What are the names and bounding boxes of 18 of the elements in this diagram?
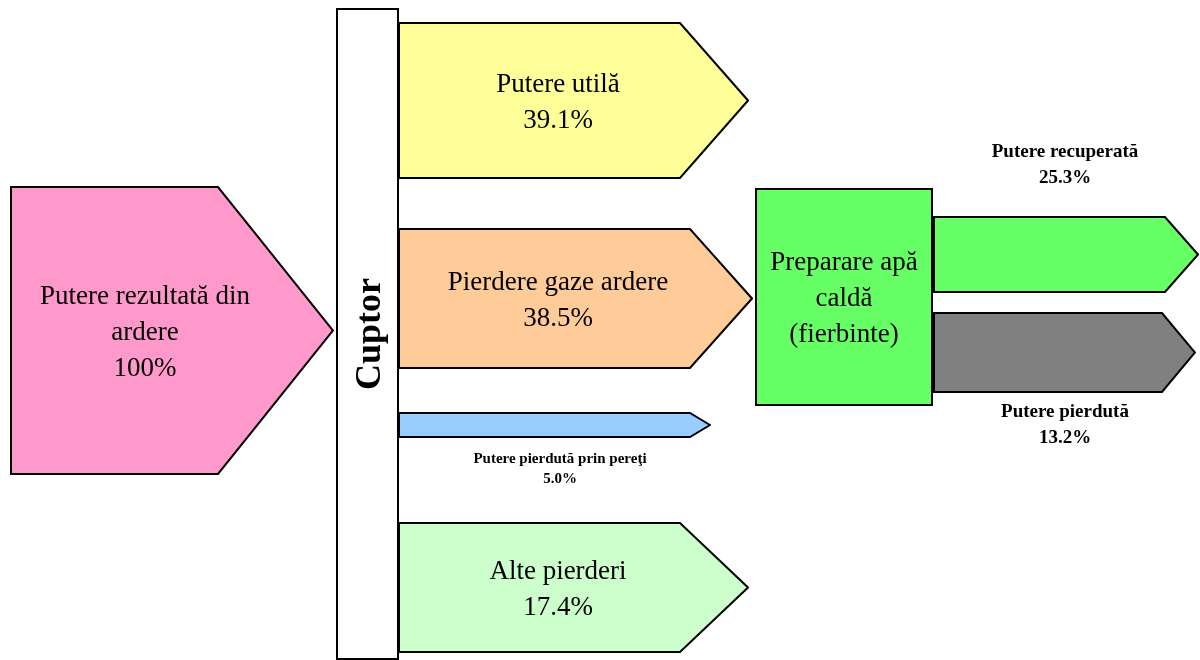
process-box <box>755 188 933 406</box>
percent-value: 13.2% <box>1038 425 1092 449</box>
flow-caption: Putere pierdută <box>1001 399 1129 423</box>
percent-value: 100% <box>113 350 177 384</box>
flow-label: Putere utilă <box>496 66 620 100</box>
percent-value: 5.0% <box>543 469 577 488</box>
flow-label: Pierdere gaze ardere <box>447 264 669 298</box>
percent-value: 25.3% <box>1038 165 1092 189</box>
flow-caption: Putere recuperată <box>991 139 1139 163</box>
furnace-label: Cuptor <box>347 278 388 390</box>
flow-label: Alte pierderi <box>489 553 627 587</box>
percent-value: 38.5% <box>523 300 593 334</box>
furnace-bar <box>336 8 399 660</box>
percent-value: 17.4% <box>523 589 593 623</box>
flow-label: Putere rezultată din ardere <box>39 278 251 348</box>
flow-caption: Putere pierdută prin pereţi <box>473 449 647 468</box>
flow-label: Preparare apă caldă (fierbinte) <box>769 245 919 350</box>
percent-value: 39.1% <box>523 102 593 136</box>
